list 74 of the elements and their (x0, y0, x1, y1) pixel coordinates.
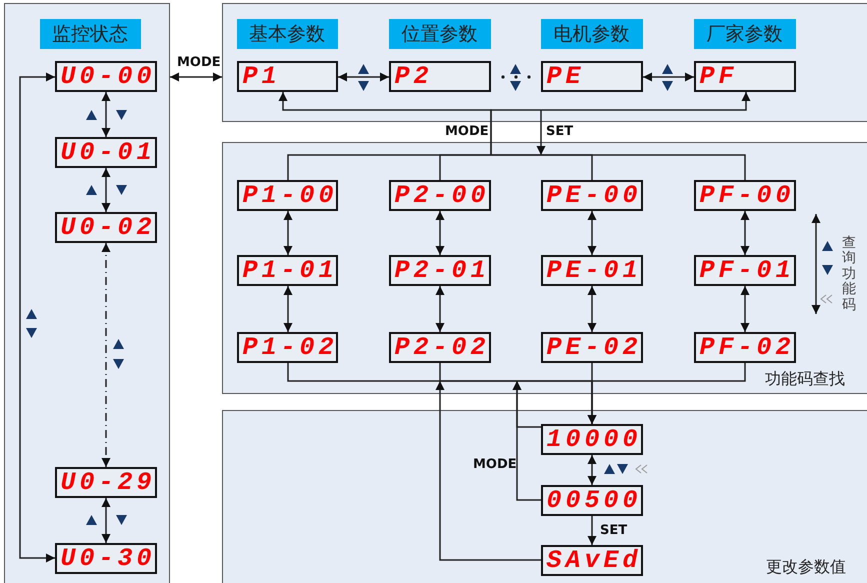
arrow (536, 110, 546, 155)
category-header: 监控状态 (40, 18, 140, 48)
category-header: 电机参数 (540, 18, 642, 48)
down-arrow-icon (116, 515, 127, 525)
category-header: 基本参数 (236, 18, 338, 48)
up-arrow-icon (86, 185, 97, 195)
arrow (436, 211, 444, 255)
segment-display: P1-00 (236, 180, 338, 210)
up-arrow-icon (604, 464, 615, 474)
edge-label: SET (546, 124, 574, 139)
arrow (102, 168, 110, 212)
segment-display: P1-01 (236, 254, 338, 286)
segment-display: U0-30 (54, 542, 156, 574)
segment-display: PF-01 (694, 254, 796, 286)
arrow (588, 363, 746, 424)
arrow (170, 72, 222, 82)
segment-display: PF (694, 60, 796, 92)
edge-label: SET (600, 523, 628, 538)
panel-title: 更改参数值 (766, 557, 846, 578)
arrow (436, 381, 541, 561)
connector-line (439, 154, 541, 180)
segment-display: PF-02 (694, 332, 796, 362)
segment-display: 10000 (540, 424, 642, 454)
down-arrow-icon (617, 464, 628, 474)
arrow (588, 455, 596, 485)
arrow (19, 72, 55, 562)
segment-display: 00500 (540, 484, 642, 516)
panel-background (4, 3, 170, 583)
segment-display: U0-29 (54, 466, 156, 498)
segment-display: U0-00 (54, 60, 156, 92)
arrow (102, 92, 110, 137)
edge-label: MODE (473, 457, 517, 472)
arrow (284, 286, 292, 332)
segment-display: P2-01 (388, 254, 490, 286)
segment-display: PE-02 (540, 332, 642, 362)
arrow (436, 286, 444, 332)
arrow (588, 516, 596, 545)
segment-display: P1 (236, 60, 338, 92)
arrow (512, 381, 541, 501)
arrow (490, 92, 750, 155)
up-arrow-icon (86, 515, 97, 525)
category-header: 位置参数 (388, 18, 490, 48)
edge-label: MODE (177, 55, 221, 70)
down-arrow-icon (116, 185, 127, 195)
segment-display: PF-00 (694, 180, 796, 210)
arrow (588, 286, 596, 332)
connector-line (541, 154, 746, 180)
arrow (338, 72, 389, 82)
segment-display: PE-01 (540, 254, 642, 286)
arrow (588, 211, 596, 255)
panel-background (222, 410, 867, 583)
panel-title: 功能码查找 (765, 369, 845, 390)
arrow (740, 211, 750, 255)
segment-display: P1-02 (236, 332, 338, 362)
segment-display: P2 (388, 60, 490, 92)
arrow (284, 211, 292, 255)
segment-display: U0-02 (54, 212, 156, 242)
segment-display: U0-01 (54, 136, 156, 168)
arrow (643, 72, 694, 82)
category-header: 厂家参数 (694, 18, 796, 48)
vertical-note: 查询功能码 (842, 236, 856, 313)
panel-background (222, 142, 867, 394)
segment-display: P2-00 (388, 180, 490, 210)
down-arrow-icon (116, 110, 127, 120)
edge-label: MODE (445, 124, 489, 139)
up-arrow-icon (86, 110, 97, 120)
panel-background (222, 3, 867, 122)
arrow (102, 243, 110, 467)
segment-display: PE-00 (540, 180, 642, 210)
arrow (102, 498, 110, 543)
segment-display: PE (540, 60, 642, 92)
segment-display: SAvEd (540, 544, 642, 576)
arrow (740, 286, 750, 332)
segment-display: P2-02 (388, 332, 490, 362)
